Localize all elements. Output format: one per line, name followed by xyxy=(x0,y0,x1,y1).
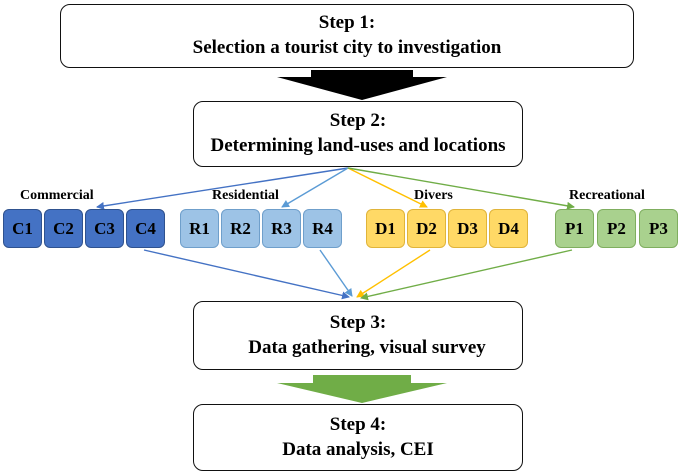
tile-commercial: C2 xyxy=(44,209,83,248)
arrow-step2-divers xyxy=(347,167,428,208)
step-1-description: Selection a tourist city to investigatio… xyxy=(192,37,502,58)
tile-divers: D4 xyxy=(489,209,528,248)
tile-residential: R3 xyxy=(262,209,301,248)
tile-divers: D3 xyxy=(448,209,487,248)
step-2-box: Step 2: Determining land-uses and locati… xyxy=(193,101,523,167)
tile-residential: R4 xyxy=(303,209,342,248)
tile-residential: R2 xyxy=(221,209,260,248)
down-arrow-step3-step4 xyxy=(277,375,447,403)
arrow-recreational-step3 xyxy=(360,249,573,301)
tile-recreational: P3 xyxy=(639,209,678,248)
group-label-divers: Divers xyxy=(414,188,453,203)
step-4-box: Step 4: Data analysis, CEI xyxy=(193,404,523,471)
step-2-title: Step 2: xyxy=(329,110,387,132)
arrow-step2-recreational xyxy=(347,167,575,210)
down-arrow-step1-step2 xyxy=(277,70,447,100)
tile-commercial: C4 xyxy=(126,209,165,248)
tile-residential: R1 xyxy=(180,209,219,248)
arrow-residential-step3 xyxy=(319,249,353,297)
tile-recreational: P1 xyxy=(555,209,594,248)
tile-commercial: C3 xyxy=(85,209,124,248)
tile-commercial: C1 xyxy=(3,209,42,248)
arrow-commercial-step3 xyxy=(143,249,350,300)
step-4-description: Data analysis, CEI xyxy=(282,438,434,460)
step-4-title: Step 4: xyxy=(329,413,387,435)
step-2-description: Determining land-uses and locations xyxy=(210,135,506,156)
step-1-box: Step 1: Selection a tourist city to inve… xyxy=(60,4,634,68)
step-1-title: Step 1: xyxy=(318,12,376,34)
arrow-step2-residential xyxy=(281,167,349,208)
arrow-divers-step3 xyxy=(356,249,431,298)
group-label-recreational: Recreational xyxy=(569,188,645,203)
tile-recreational: P2 xyxy=(597,209,636,248)
step-3-title: Step 3: xyxy=(329,311,387,333)
arrow-step2-commercial xyxy=(96,167,349,210)
group-label-residential: Residential xyxy=(212,188,279,203)
group-label-commercial: Commercial xyxy=(20,188,94,203)
tile-divers: D2 xyxy=(407,209,446,248)
step-3-description: Data gathering, visual survey xyxy=(248,336,486,358)
step-3-box: Step 3: Data gathering, visual survey xyxy=(193,301,523,370)
tile-divers: D1 xyxy=(366,209,405,248)
